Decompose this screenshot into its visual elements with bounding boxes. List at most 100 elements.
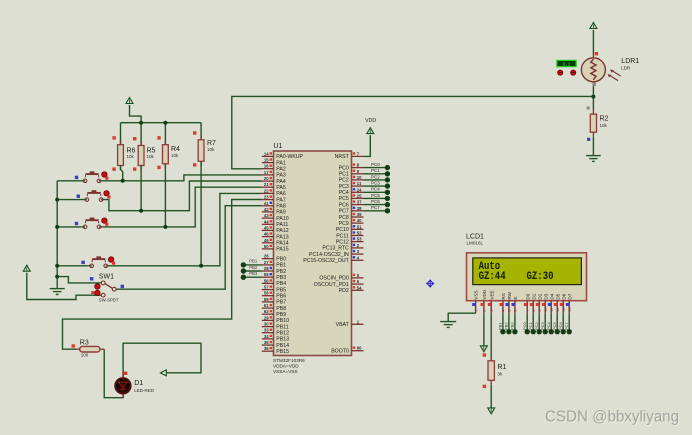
svg-text:27: 27 [264, 260, 269, 265]
svg-text:5: 5 [508, 310, 512, 312]
svg-text:56: 56 [264, 278, 269, 283]
svg-text:PA15: PA15 [276, 247, 288, 253]
svg-text:R7: R7 [207, 140, 216, 147]
svg-text:PB10: PB10 [276, 318, 289, 324]
svg-text:5: 5 [357, 273, 360, 278]
svg-text:PC12: PC12 [336, 239, 349, 245]
svg-text:LM016L: LM016L [467, 240, 484, 245]
svg-text:10k: 10k [171, 153, 179, 158]
svg-text:CSDN @bbxyliyang: CSDN @bbxyliyang [546, 410, 680, 427]
svg-text:CSDN @bbxyliyang: CSDN @bbxyliyang [545, 409, 679, 426]
svg-text:U1: U1 [273, 143, 282, 150]
svg-text:61: 61 [264, 303, 269, 308]
svg-text:PA11: PA11 [276, 222, 288, 228]
svg-text:VDD: VDD [365, 118, 376, 124]
svg-text:PB13: PB13 [276, 337, 289, 343]
svg-text:NRST: NRST [335, 154, 350, 160]
svg-text:2: 2 [357, 243, 360, 248]
svg-text:PA12: PA12 [276, 228, 288, 234]
svg-text:OSCOUT_PD1: OSCOUT_PD1 [314, 282, 349, 288]
svg-text:R3: R3 [80, 339, 89, 346]
svg-text:53: 53 [357, 237, 362, 242]
svg-text:41: 41 [264, 201, 269, 206]
svg-text:VSSA=VSS: VSSA=VSS [273, 369, 298, 374]
svg-text:10k: 10k [207, 147, 215, 152]
svg-text:PC8: PC8 [339, 215, 349, 221]
svg-text:PC0: PC0 [339, 165, 349, 171]
svg-text:20: 20 [264, 176, 269, 181]
svg-text:12: 12 [556, 308, 560, 312]
svg-text:PA4: PA4 [276, 179, 286, 185]
svg-text:PC2: PC2 [339, 178, 349, 184]
svg-text:PC5: PC5 [339, 196, 349, 202]
svg-text:PC14-OSC32_IN: PC14-OSC32_IN [309, 252, 349, 258]
svg-text:PB3: PB3 [249, 271, 258, 276]
svg-text:PC6: PC6 [339, 202, 349, 208]
svg-text:PB12: PB12 [276, 331, 289, 337]
svg-text:30: 30 [264, 322, 269, 327]
svg-text:8: 8 [532, 310, 536, 312]
svg-text:9: 9 [538, 310, 542, 312]
svg-text:PB5: PB5 [276, 287, 286, 293]
svg-text:PA9: PA9 [276, 210, 286, 216]
svg-text:RS: RS [501, 293, 506, 299]
svg-text:PC3: PC3 [339, 184, 349, 190]
svg-text:PC7: PC7 [371, 205, 380, 210]
svg-text:10k: 10k [147, 154, 155, 159]
svg-text:VDDA=VDD: VDDA=VDD [273, 363, 299, 368]
svg-text:PB6: PB6 [276, 294, 286, 300]
svg-text:26: 26 [264, 254, 269, 259]
svg-text:22: 22 [264, 188, 269, 193]
svg-text:100: 100 [81, 353, 89, 358]
svg-text:PB15: PB15 [276, 349, 289, 355]
svg-text:R4: R4 [171, 146, 180, 153]
svg-text:LCD1: LCD1 [466, 234, 484, 241]
svg-text:PA10: PA10 [276, 216, 288, 222]
svg-text:3: 3 [357, 249, 360, 254]
svg-text:R5: R5 [147, 148, 156, 155]
svg-text:PB1: PB1 [498, 322, 503, 330]
svg-text:D7: D7 [567, 293, 572, 299]
svg-text:4: 4 [357, 255, 360, 260]
svg-text:1: 1 [474, 310, 478, 312]
svg-text:PC3: PC3 [540, 321, 545, 330]
svg-text:PC4: PC4 [371, 187, 380, 192]
svg-text:PB3: PB3 [276, 275, 286, 281]
svg-text:PB2: PB2 [249, 265, 258, 270]
svg-text:PC6: PC6 [558, 321, 563, 330]
svg-text:PB4: PB4 [276, 281, 286, 287]
svg-text:33: 33 [264, 328, 269, 333]
svg-text:50: 50 [264, 244, 269, 249]
svg-text:LDR1: LDR1 [621, 58, 639, 65]
svg-text:28: 28 [264, 266, 269, 271]
svg-text:D1: D1 [134, 380, 143, 387]
svg-text:60: 60 [357, 346, 362, 351]
svg-text:D2: D2 [537, 293, 542, 299]
svg-text:PB1: PB1 [276, 263, 286, 269]
svg-text:D6: D6 [561, 293, 566, 299]
svg-text:51: 51 [357, 224, 362, 229]
svg-text:57: 57 [264, 285, 269, 290]
svg-text:29: 29 [264, 315, 269, 320]
svg-text:PC3: PC3 [371, 181, 380, 186]
svg-text:PB3: PB3 [510, 322, 515, 330]
svg-text:PB2: PB2 [504, 322, 509, 330]
svg-text:PC7: PC7 [339, 209, 349, 215]
svg-text:PA14: PA14 [276, 241, 288, 247]
svg-text:PC4: PC4 [339, 190, 349, 196]
svg-text:OSCIN_PD0: OSCIN_PD0 [319, 276, 349, 282]
svg-text:GZ:44: GZ:44 [479, 271, 506, 283]
svg-text:8: 8 [357, 163, 360, 168]
svg-text:PB7: PB7 [276, 300, 286, 306]
svg-text:PC5: PC5 [552, 321, 557, 330]
svg-text:21: 21 [264, 182, 269, 187]
svg-text:9: 9 [357, 169, 360, 174]
svg-text:52: 52 [357, 231, 362, 236]
svg-text:PA6: PA6 [276, 191, 286, 197]
svg-text:VSS: VSS [474, 290, 479, 299]
svg-text:PB8: PB8 [276, 306, 286, 312]
svg-text:16: 16 [264, 164, 269, 169]
svg-text:49: 49 [264, 238, 269, 243]
svg-text:3: 3 [490, 310, 494, 312]
svg-text:PC1: PC1 [371, 168, 380, 173]
